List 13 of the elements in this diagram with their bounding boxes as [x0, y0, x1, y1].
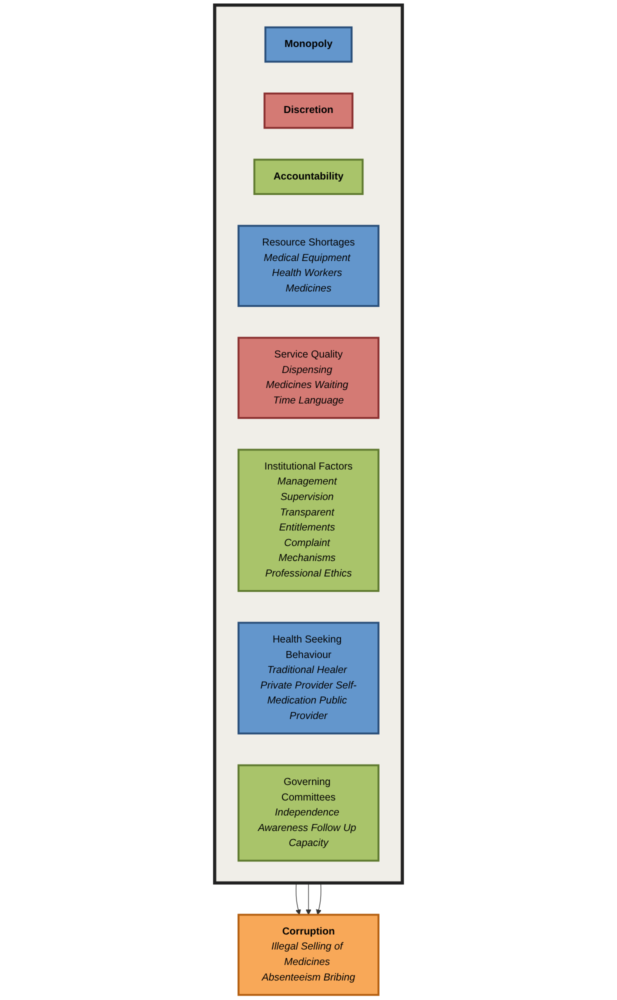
node-box: Discretion — [264, 92, 354, 129]
node-box: Governing Committees Independence Awareness Follow Up Capacity — [238, 764, 380, 862]
node-box: Accountability — [253, 158, 364, 195]
node-box: Institutional Factors Management Supervision Transparent Entitlements Complaint Mechanisms Professional Ethics — [238, 448, 380, 592]
arrow — [296, 882, 301, 915]
cluster — [213, 4, 404, 885]
arrow — [316, 882, 322, 915]
node-box: Resource Shortages Medical Equipment Health Workers Medicines — [238, 224, 380, 307]
node-box: Corruption Illegal Selling of Medicines Absenteeism Bribing — [238, 914, 380, 996]
node-box: Monopoly — [264, 26, 353, 63]
node-box: Health Seeking Behaviour Traditional Healer Private Provider Self-Medication Public Provider — [238, 622, 380, 734]
arrow — [306, 882, 312, 916]
node-box: Service Quality Dispensing Medicines Waiting Time Language — [238, 336, 380, 419]
